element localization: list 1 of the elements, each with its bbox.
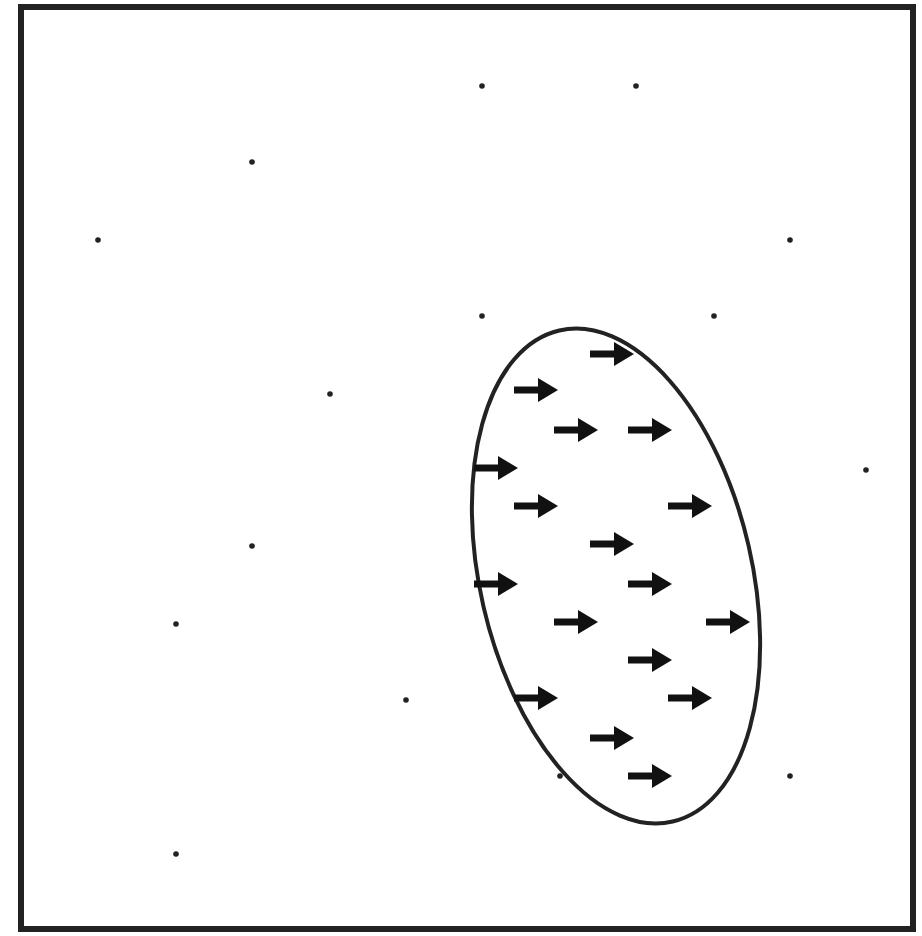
frame-box	[18, 4, 916, 932]
